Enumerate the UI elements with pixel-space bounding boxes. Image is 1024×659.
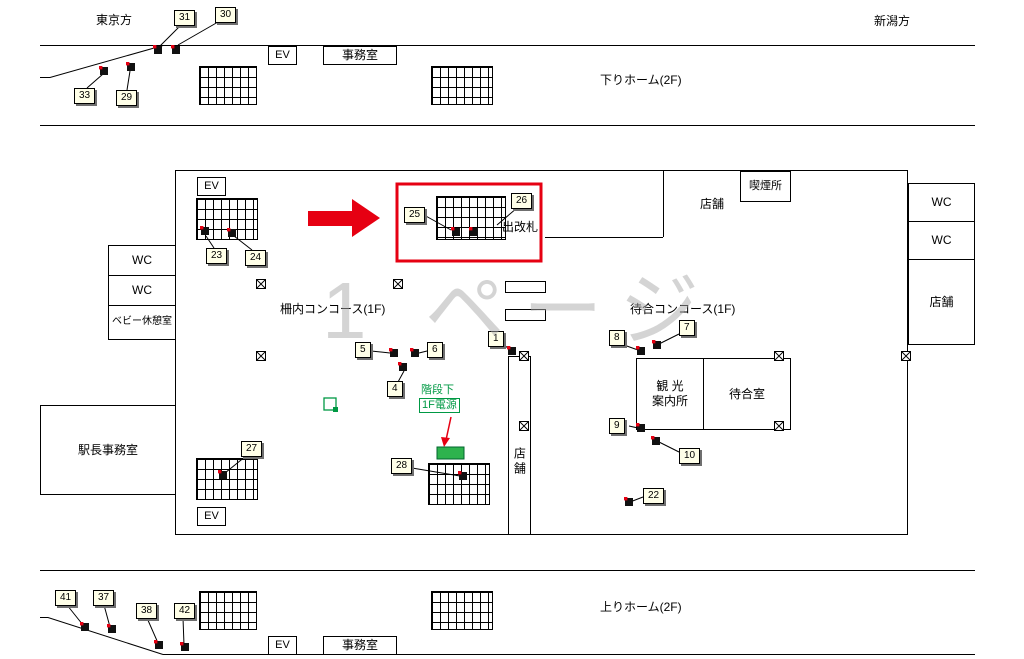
point-tag-25: 25 — [404, 207, 426, 223]
under-stairs-note: 階段下 — [421, 384, 454, 396]
elevator-top: EV — [268, 46, 297, 65]
stairs-ticket-gate — [436, 196, 506, 240]
point-tag-41: 41 — [55, 590, 77, 606]
point-tag-42: 42 — [174, 603, 196, 619]
shop-label-south: 店舗 — [512, 447, 527, 477]
point-tag-8: 8 — [609, 330, 625, 346]
station-master-office: 駅長事務室 — [40, 405, 176, 495]
wc-left-1: WC — [108, 245, 176, 276]
stairs-concourse-northwest — [196, 198, 258, 240]
point-tag-22: 22 — [643, 488, 665, 504]
tourist-info-office: 観 光 案内所 — [636, 358, 704, 430]
green-dot-icon — [333, 407, 338, 412]
down-platform-label: 下りホーム(2F) — [600, 73, 682, 87]
power-pointer-arrowhead — [441, 437, 450, 447]
point-tag-7: 7 — [679, 320, 695, 336]
ticket-gate-label: 出改札 — [502, 220, 539, 234]
point-tag-4: 4 — [387, 381, 403, 397]
wc-right-2: WC — [908, 221, 975, 260]
wc-left-2: WC — [108, 275, 176, 306]
shop-right: 店舗 — [908, 259, 975, 345]
point-tag-33: 33 — [74, 88, 96, 104]
elevator-bottom: EV — [268, 636, 297, 655]
tourist-info-label: 観 光 案内所 — [652, 379, 688, 409]
point-tag-37: 37 — [93, 590, 115, 606]
stairs-top-left — [199, 66, 257, 105]
inner-concourse-label: 柵内コンコース(1F) — [280, 302, 386, 316]
highlight-arrow — [308, 199, 380, 237]
office-bottom: 事務室 — [323, 636, 397, 655]
concourse-walls — [175, 170, 908, 535]
tourist-info-line1: 観 光 — [656, 379, 684, 393]
baby-rest-room: ベビー休憩室 — [108, 305, 176, 340]
office-top: 事務室 — [323, 46, 397, 65]
elevator-concourse-north: EV — [197, 177, 226, 196]
point-tag-28: 28 — [391, 458, 413, 474]
point-tag-10: 10 — [679, 448, 701, 464]
point-tag-6: 6 — [427, 342, 443, 358]
elevator-concourse-south: EV — [197, 507, 226, 526]
direction-tokyo: 東京方 — [96, 13, 133, 27]
wc-right-1: WC — [908, 183, 975, 222]
shop-label-north: 店舗 — [700, 197, 725, 211]
direction-niigata: 新潟方 — [874, 14, 911, 28]
platform-edges — [40, 45, 975, 655]
stairs-top-center — [431, 66, 493, 105]
smoking-room: 喫煙所 — [740, 171, 791, 202]
stairs-bottom-left — [199, 591, 257, 630]
tourist-info-line2: 案内所 — [651, 394, 688, 408]
point-tag-26: 26 — [511, 193, 533, 209]
stairs-concourse-southwest — [196, 458, 258, 500]
waiting-concourse-label: 待合コンコース(1F) — [630, 302, 736, 316]
waiting-room: 待合室 — [703, 358, 791, 430]
point-tag-30: 30 — [215, 7, 237, 23]
stairs-bottom-center — [431, 591, 493, 630]
point-tag-5: 5 — [355, 342, 371, 358]
point-tag-31: 31 — [174, 10, 196, 26]
point-tag-38: 38 — [136, 603, 158, 619]
power-supply-box — [436, 446, 465, 460]
green-square-icon — [323, 397, 337, 411]
point-tag-1: 1 — [488, 331, 504, 347]
point-tag-29: 29 — [116, 90, 138, 106]
point-tag-9: 9 — [609, 418, 625, 434]
power-supply-note: 1F電源 — [419, 398, 460, 414]
point-tag-27: 27 — [241, 441, 263, 457]
up-platform-label: 上りホーム(2F) — [600, 600, 682, 614]
stairs-concourse-south — [428, 463, 490, 505]
power-pointer-arrow — [445, 416, 452, 441]
point-tag-24: 24 — [245, 250, 267, 266]
point-tag-23: 23 — [206, 248, 228, 264]
